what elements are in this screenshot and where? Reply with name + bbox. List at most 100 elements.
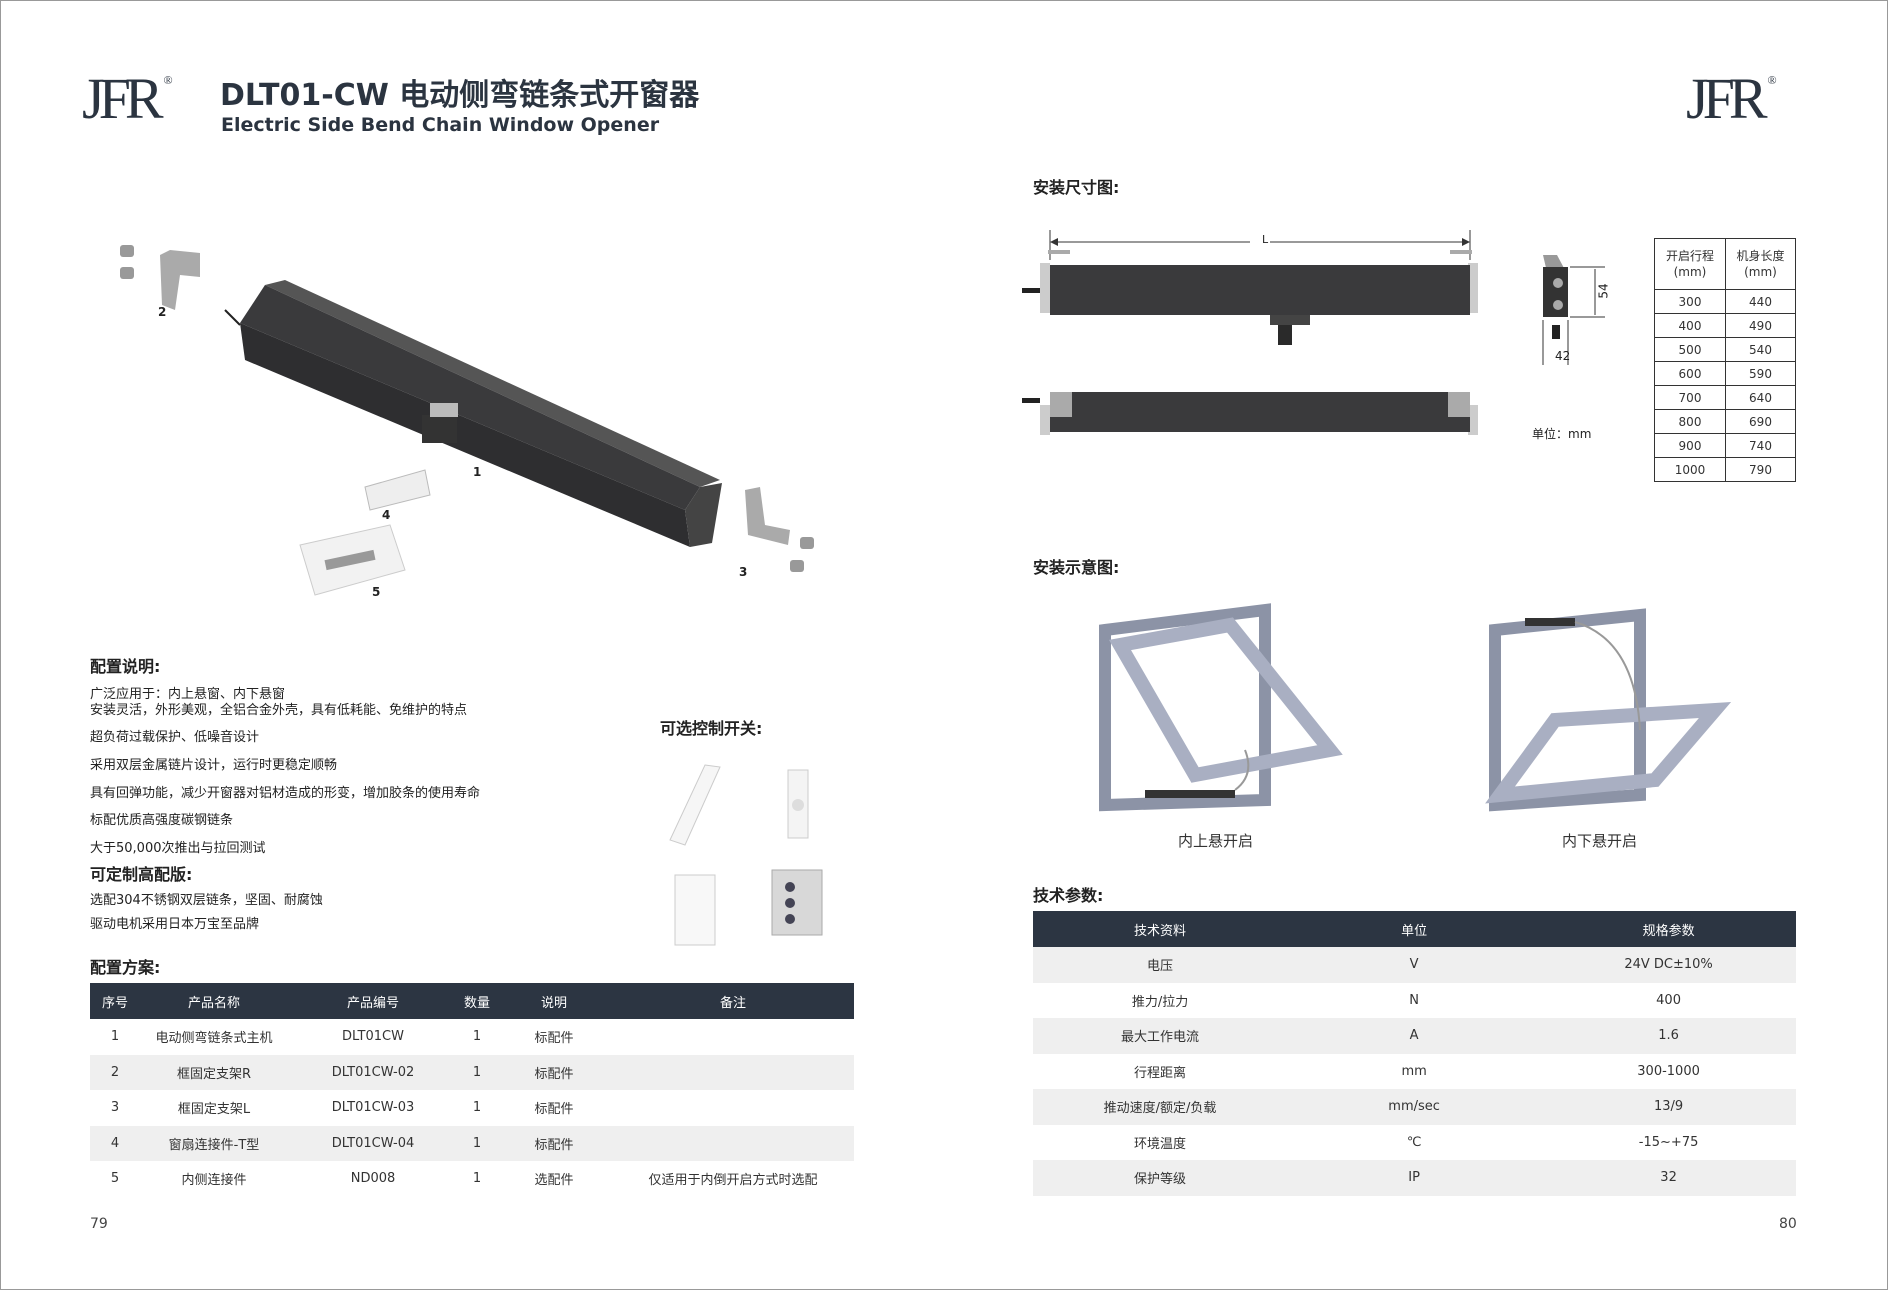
install-diagram-heading: 安装示意图: bbox=[1033, 558, 1120, 577]
table-cell: 保护等级 bbox=[1033, 1160, 1288, 1196]
table-cell: 640 bbox=[1725, 385, 1796, 410]
part-label-5: 5 bbox=[372, 585, 381, 599]
top-hung-window bbox=[1099, 603, 1343, 812]
table-cell: 600 bbox=[1654, 361, 1726, 386]
table-cell: 590 bbox=[1725, 361, 1796, 386]
config-desc-heading: 配置说明: bbox=[90, 657, 161, 676]
table-cell: 推力/拉力 bbox=[1033, 982, 1288, 1018]
table-cell: A bbox=[1287, 1018, 1542, 1054]
col-header: 机身长度 (mm) bbox=[1725, 238, 1796, 290]
table-cell: 800 bbox=[1654, 409, 1726, 434]
col-header-text: 机身长度 bbox=[1736, 249, 1785, 263]
table-cell: 790 bbox=[1725, 457, 1796, 482]
actuator-top-view bbox=[1022, 250, 1478, 345]
col-header: 产品名称 bbox=[140, 983, 288, 1019]
config-desc-line: 广泛应用于：内上悬窗、内下悬窗 bbox=[90, 687, 286, 702]
table-cell: 1 bbox=[458, 1054, 496, 1090]
switch-images bbox=[669, 764, 823, 946]
inner-connector bbox=[299, 524, 406, 596]
config-plan-heading: 配置方案: bbox=[90, 958, 161, 977]
table-cell: 内侧连接件 bbox=[181, 1173, 247, 1189]
table-cell: 窗扇连接件-T型 bbox=[140, 1125, 288, 1161]
table-cell: mm bbox=[1287, 1053, 1542, 1089]
table-cell: 1.6 bbox=[1541, 1018, 1796, 1054]
bracket-r bbox=[120, 245, 200, 310]
table-cell: 标配件 bbox=[496, 1125, 612, 1161]
col-header: 产品编号 bbox=[288, 983, 458, 1019]
config-desc-line: 安装灵活，外形美观，全铝合金外壳，具有低耗能、免维护的特点 bbox=[90, 703, 468, 718]
caption-top-hung: 内上悬开启 bbox=[1178, 832, 1254, 850]
table-cell bbox=[612, 1054, 854, 1090]
col-header: 单位 bbox=[1287, 911, 1542, 947]
table-cell: 最大工作电流 bbox=[1033, 1018, 1288, 1054]
actuator-side-view bbox=[1542, 255, 1605, 365]
table-cell: 1 bbox=[110, 1029, 120, 1045]
unit-label: 单位：mm bbox=[1532, 427, 1592, 441]
table-cell: 标配件 bbox=[534, 1031, 574, 1047]
install-diagram-illustration bbox=[1099, 603, 1732, 812]
remote-control-icon bbox=[669, 764, 721, 846]
custom-heading: 可定制高配版: bbox=[90, 865, 193, 884]
table-cell: 框固定支架R bbox=[140, 1054, 288, 1090]
table-row: 环境温度℃-15~+75 bbox=[1033, 1124, 1796, 1160]
page-subtitle: Electric Side Bend Chain Window Opener bbox=[221, 114, 660, 136]
logo-text: JFR bbox=[1686, 66, 1767, 131]
length-label: L bbox=[1262, 233, 1269, 246]
table-cell: -15~+75 bbox=[1541, 1124, 1796, 1160]
table-cell: 740 bbox=[1725, 433, 1796, 458]
brand-logo-left: JFR® bbox=[82, 70, 173, 128]
table-cell: 690 bbox=[1725, 409, 1796, 434]
col-header: 数量 bbox=[458, 983, 496, 1019]
logo-text: JFR bbox=[82, 66, 163, 131]
table-cell: 400 bbox=[1541, 982, 1796, 1018]
col-header: 序号 bbox=[90, 983, 140, 1019]
table-cell: 13/9 bbox=[1541, 1089, 1796, 1125]
custom-line: 驱动电机采用日本万宝至品牌 bbox=[90, 917, 260, 932]
table-cell: 900 bbox=[1654, 433, 1726, 458]
custom-line: 选配304不锈钢双层链条，坚固、耐腐蚀 bbox=[90, 893, 323, 908]
part-label-2: 2 bbox=[158, 305, 167, 319]
table-cell: DLT01CW bbox=[342, 1029, 404, 1045]
table-cell: DLT01CW-04 bbox=[288, 1125, 458, 1161]
table-cell: 标配件 bbox=[496, 1054, 612, 1090]
col-header: 开启行程(mm) bbox=[1654, 238, 1726, 290]
table-cell: 标配件 bbox=[534, 1102, 574, 1118]
config-desc-line: 标配优质高强度碳钢链条 bbox=[90, 813, 234, 828]
actuator-bottom-view bbox=[1022, 392, 1478, 435]
table-cell: 5 bbox=[110, 1171, 120, 1187]
brand-logo-right: JFR® bbox=[1686, 70, 1777, 128]
table-cell: N bbox=[1287, 982, 1542, 1018]
table-cell: 540 bbox=[1725, 337, 1796, 362]
table-cell: 1 bbox=[472, 1100, 482, 1116]
table-cell: mm/sec bbox=[1287, 1089, 1542, 1125]
col-header-unit: (mm) bbox=[1744, 265, 1777, 279]
chain-connector bbox=[422, 415, 457, 443]
install-dims-heading: 安装尺寸图: bbox=[1033, 178, 1120, 197]
config-desc-line: 具有回弹功能，减少开窗器对铝材造成的形变，增加胶条的使用寿命 bbox=[90, 786, 481, 801]
wall-switch-icon bbox=[674, 874, 716, 946]
table-cell: DLT01CW-02 bbox=[288, 1054, 458, 1090]
caption-bottom-hung: 内下悬开启 bbox=[1562, 832, 1638, 850]
col-header: 规格参数 bbox=[1541, 911, 1796, 947]
sash-connector-t bbox=[364, 469, 431, 511]
table-cell: 2 bbox=[90, 1054, 140, 1090]
table-cell: 选配件 bbox=[534, 1173, 574, 1189]
length-dimension bbox=[1049, 230, 1471, 260]
dimension-drawing bbox=[1022, 230, 1605, 435]
table-cell: 440 bbox=[1725, 289, 1796, 314]
table-cell: 4 bbox=[90, 1125, 140, 1161]
tech-heading: 技术参数: bbox=[1033, 886, 1104, 905]
height-label: 54 bbox=[1596, 283, 1611, 299]
